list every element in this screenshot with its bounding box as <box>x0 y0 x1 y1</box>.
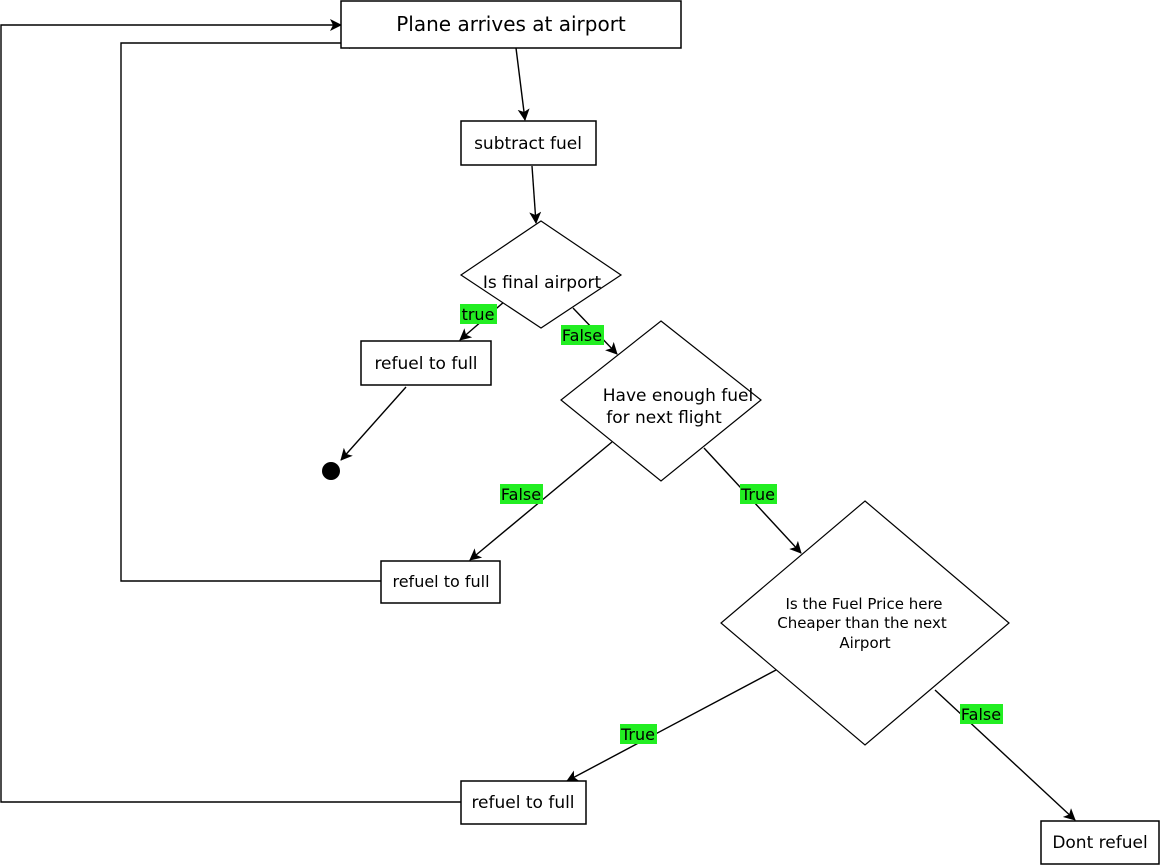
edge-loop-cheaper <box>0 19 461 803</box>
node-is-final-airport-label: Is final airport <box>483 273 602 293</box>
end-node-icon <box>322 462 340 480</box>
node-dont-refuel: Dont refuel <box>1040 820 1160 865</box>
node-have-enough-fuel-label-line2: for next flight <box>606 408 722 428</box>
node-subtract-fuel: subtract fuel <box>460 120 597 166</box>
edge-label-enough-true-text: True <box>740 485 775 504</box>
edge-label-final-true: true <box>460 304 497 324</box>
edge-label-final-false: False <box>561 325 604 345</box>
node-subtract-fuel-label: subtract fuel <box>474 134 582 154</box>
edge-label-enough-false: False <box>500 484 543 504</box>
node-refuel-insufficient: refuel to full <box>380 560 501 604</box>
node-fuel-price-label-line1: Is the Fuel Price here <box>785 595 942 613</box>
node-fuel-price-label-line3: Airport <box>839 634 890 652</box>
node-plane-arrives: Plane arrives at airport <box>340 0 682 49</box>
edge-arrive-to-subtract <box>515 47 530 121</box>
node-refuel-final: refuel to full <box>360 340 492 386</box>
node-refuel-insufficient-label: refuel to full <box>392 572 489 591</box>
edge-label-price-true-text: True <box>620 725 655 744</box>
edge-label-price-false: False <box>960 704 1003 724</box>
edge-label-price-false-text: False <box>961 705 1001 724</box>
edge-loop-insufficient <box>120 37 398 582</box>
edge-label-enough-true: True <box>740 484 777 504</box>
edge-price-true <box>566 669 777 782</box>
node-dont-refuel-label: Dont refuel <box>1052 833 1147 853</box>
edge-label-price-true: True <box>620 724 657 744</box>
node-plane-arrives-label: Plane arrives at airport <box>396 12 626 36</box>
node-refuel-final-label: refuel to full <box>374 354 477 374</box>
node-is-final-airport: Is final airport <box>459 220 623 329</box>
edge-label-final-true-text: true <box>462 305 495 324</box>
edge-label-final-false-text: False <box>562 326 602 345</box>
edge-subtract-to-final <box>529 165 542 224</box>
node-refuel-cheaper: refuel to full <box>460 780 587 825</box>
edge-price-false <box>934 689 1076 821</box>
node-refuel-cheaper-label: refuel to full <box>471 793 574 813</box>
node-have-enough-fuel: Have enough fuel for next flight <box>560 320 762 482</box>
node-have-enough-fuel-label-line1: Have enough fuel <box>603 386 753 406</box>
edge-label-enough-false-text: False <box>501 485 541 504</box>
node-fuel-price-label-line2: Cheaper than the next <box>777 614 947 632</box>
node-fuel-price: Is the Fuel Price here Cheaper than the … <box>720 500 1010 746</box>
edge-refuel-to-end <box>340 386 407 461</box>
